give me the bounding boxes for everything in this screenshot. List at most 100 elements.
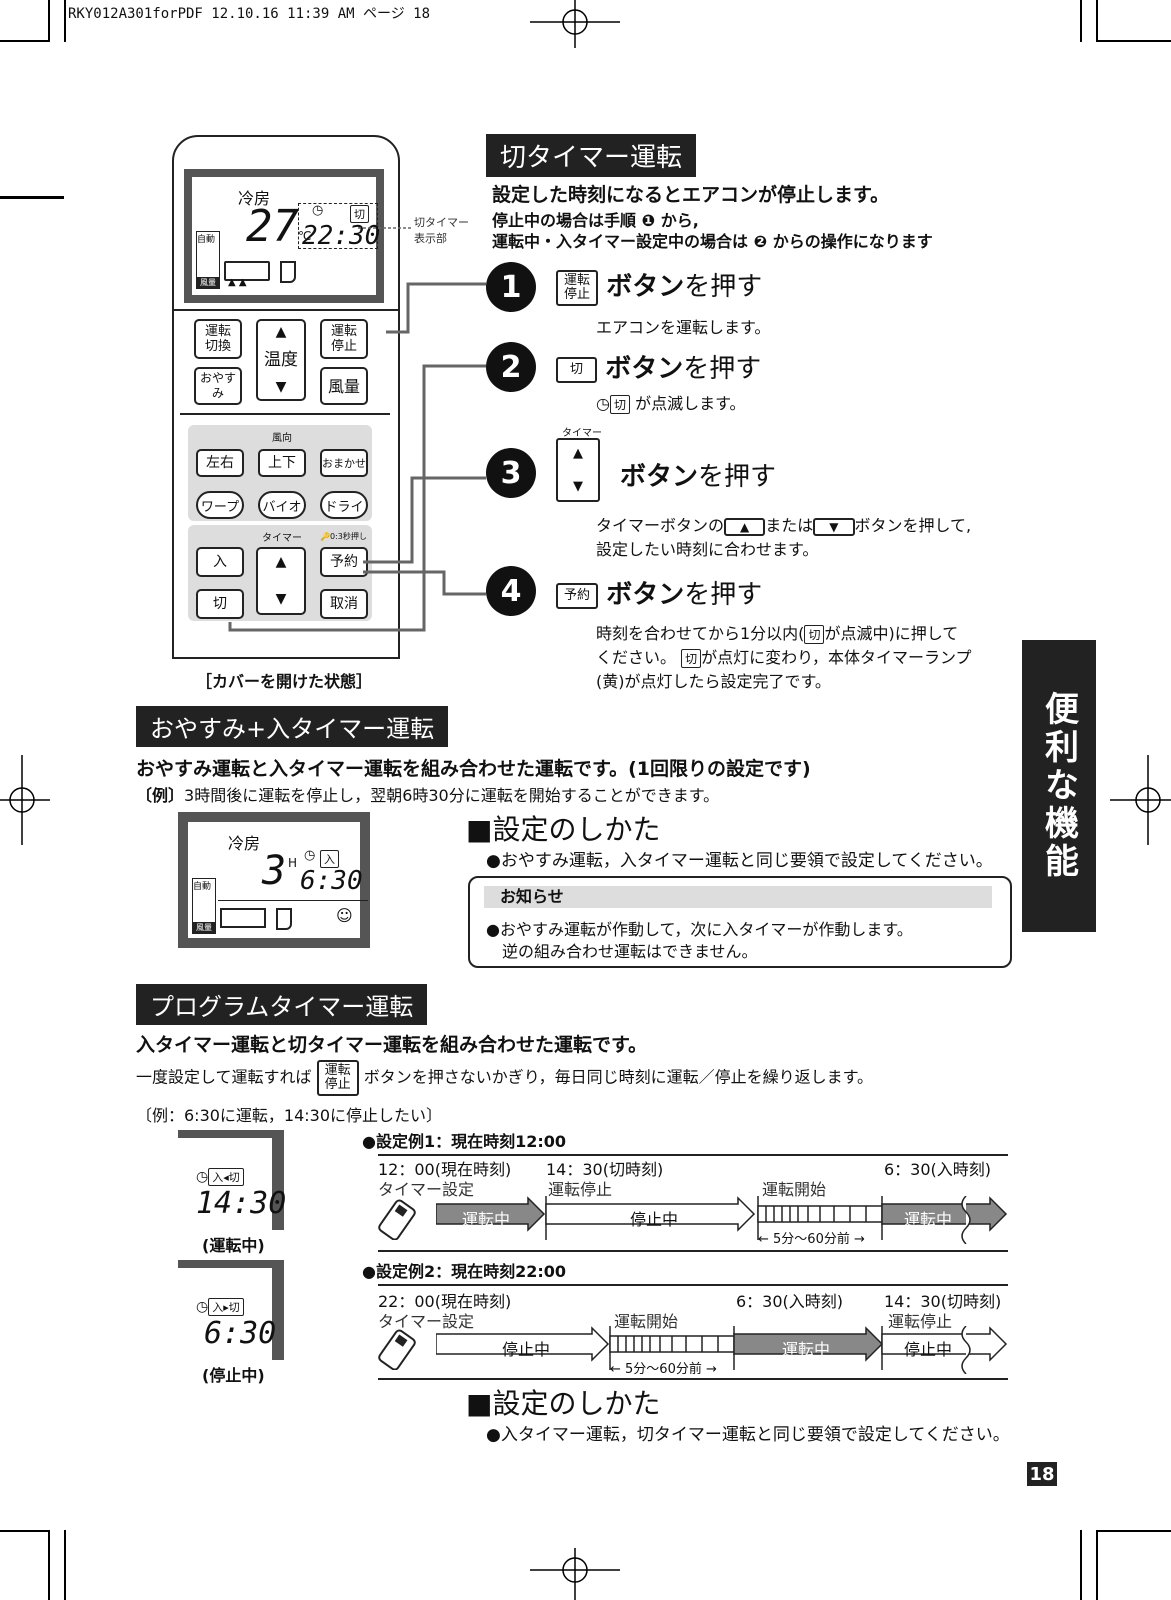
off-key-icon: 切 <box>556 356 598 383</box>
notice-title: お知らせ <box>484 886 992 908</box>
remote-illustration: 冷房 27 ℃ ◷ 切 22:30 自動 風量 ▲ ▲ 運転 切換 ▲温度▼ 運… <box>172 135 400 659</box>
timer-off-button[interactable]: 切 <box>196 589 244 619</box>
clock-icon: ◷ <box>596 394 610 413</box>
clock-icon: ◷ <box>312 203 324 218</box>
timer-display-callout: 切タイマー 表示部 <box>414 216 469 245</box>
lcd2-time: 6:30 <box>300 866 363 896</box>
lcd-mode: 冷房 <box>238 189 271 208</box>
ex2-b3: 停止中 <box>904 1340 953 1359</box>
timer-label: タイマー <box>262 533 302 544</box>
ex2-t2: 6：30(入時刻) <box>736 1292 844 1311</box>
dry-button[interactable]: ドライ <box>320 491 368 519</box>
step4-desc1: 時刻を合わせてから1分以内(切が点滅中)に押して <box>596 624 959 644</box>
ex1-title: ●設定例1：現在時刻12:00 <box>362 1132 567 1151</box>
lcd-unit: ℃ <box>298 229 312 243</box>
remote-caption: ［カバーを開けた状態］ <box>196 672 373 691</box>
notice-line2: 逆の組み合わせ運転はできません。 <box>502 942 758 961</box>
fan-button[interactable]: 風量 <box>320 367 368 405</box>
lcd3a-labels: ◷入◂切 <box>196 1168 244 1186</box>
ex1-s3: 運転開始 <box>762 1180 827 1199</box>
sec3-line: 一度設定して運転すれば 運転 停止 ボタンを押さないかぎり，毎日同じ時刻に運転／… <box>136 1060 873 1096</box>
step4-desc3: (黄)が点灯したら設定完了です。 <box>596 672 831 691</box>
run-stop-key-icon: 運転 停止 <box>316 1060 359 1096</box>
registration-mark-icon <box>530 0 620 48</box>
ex2-s1: タイマー設定 <box>378 1312 475 1331</box>
step3-desc1: タイマーボタンの▲または▼ボタンを押して, <box>596 516 972 536</box>
ex1-b3: 運転中 <box>904 1210 953 1229</box>
sec3-example: 〔例：6:30に運転，14:30に停止したい〕 <box>136 1106 443 1125</box>
lcd-time: 22:30 <box>302 221 381 251</box>
warp-button[interactable]: ワープ <box>196 491 244 519</box>
ex1-t2: 14：30(切時刻) <box>546 1160 664 1179</box>
sec1-sub2: 運転中・入タイマー設定中の場合は ❷ からの操作になります <box>492 232 933 251</box>
lock-label: 🔑0:3秒押し <box>320 532 367 541</box>
lcd3a-caption: (運転中) <box>202 1236 265 1255</box>
ex1-s2: 運転停止 <box>548 1180 613 1199</box>
lcd3b-labels: ◷入▸切 <box>196 1298 244 1316</box>
lcd3b-caption: (停止中) <box>202 1366 265 1385</box>
oyasumi-button[interactable]: おやすみ <box>194 367 242 405</box>
step1-number: 1 <box>486 262 536 312</box>
temp-rocker-button[interactable]: ▲温度▼ <box>256 319 306 401</box>
lcd-temp: 27 <box>246 201 299 252</box>
sec2-howto: ●おやすみ運転，入タイマー運転と同じ要領で設定してください。 <box>486 851 993 871</box>
louver-icon <box>220 908 266 928</box>
lcd3b-time: 6:30 <box>204 1316 277 1351</box>
sec1-lead: 設定した時刻になるとエアコンが停止します。 <box>492 184 890 206</box>
sec2-example: 〔例〕3時間後に運転を停止し，翌朝6時30分に運転を開始することができます。 <box>136 786 720 805</box>
sec2-howto-title: ■設定のしかた <box>466 813 661 846</box>
flap-icon <box>280 261 296 283</box>
sec2-title: おやすみ+入タイマー運転 <box>136 706 449 747</box>
timer-rocker-button[interactable]: ▲▼ <box>256 547 306 615</box>
wind-arrow-icon: ▲ ▲ <box>228 277 247 288</box>
timer-on-button[interactable]: 入 <box>196 547 244 577</box>
up-key-icon: ▲ <box>724 517 766 536</box>
step4-desc2: ください。 切が点灯に変わり，本体タイマーランプ <box>596 648 972 668</box>
sec3-howto: ●入タイマー運転，切タイマー運転と同じ要領で設定してください。 <box>486 1425 1010 1445</box>
lr-button[interactable]: 左右 <box>196 449 244 477</box>
off-small-icon: 切 <box>681 649 702 668</box>
lcd2-h: H <box>288 856 298 870</box>
step3-number: 3 <box>486 448 536 498</box>
ud-button[interactable]: 上下 <box>258 449 306 477</box>
timer-updown-key-icon: ▲▼ <box>556 438 600 502</box>
lcd3a: ◷入◂切 14:30 <box>178 1130 286 1230</box>
step4-instruction: 予約 ボタンを押す <box>556 574 762 611</box>
step2-instruction: 切 ボタンを押す <box>556 348 761 385</box>
step3-key-label: タイマー <box>562 428 602 439</box>
step2-number: 2 <box>486 342 536 392</box>
sec3-title: プログラムタイマー運転 <box>136 984 428 1025</box>
ex2-t3: 14：30(切時刻) <box>884 1292 1002 1311</box>
omakase-button[interactable]: おまかせ <box>320 449 368 477</box>
step4-number: 4 <box>486 566 536 616</box>
notice-box: お知らせ ●おやすみ運転が作動して，次に入タイマーが作動します。 逆の組み合わせ… <box>468 876 1012 968</box>
ex1-b1: 運転中 <box>462 1210 511 1229</box>
ex2-b1: 停止中 <box>502 1340 551 1359</box>
reserve-button[interactable]: 予約 <box>320 547 368 577</box>
louver-icon <box>224 261 270 281</box>
ex1-t1: 12：00(現在時刻) <box>378 1160 512 1179</box>
sleep-face-icon: ☺ <box>336 906 353 925</box>
lcd2-auto: 自動 風量 <box>192 878 216 934</box>
step1-desc: エアコンを運転します。 <box>596 318 771 337</box>
ex2-range: ← 5分〜60分前 → <box>610 1362 717 1377</box>
run-switch-button[interactable]: 運転 切換 <box>194 319 242 359</box>
ex2-timeline-bars <box>436 1326 1008 1374</box>
off-small-icon: 切 <box>804 625 825 644</box>
ex1-t3: 6：30(入時刻) <box>884 1160 992 1179</box>
step3-instruction: ボタンを押す <box>620 462 777 492</box>
ex1-b2: 停止中 <box>630 1210 679 1229</box>
run-stop-button[interactable]: 運転 停止 <box>320 319 368 359</box>
bio-button[interactable]: バイオ <box>258 491 306 519</box>
sec2-lead: おやすみ運転と入タイマー運転を組み合わせた運転です。(1回限りの設定です) <box>136 758 811 780</box>
down-key-icon: ▼ <box>813 517 855 536</box>
connector-lines <box>228 227 486 632</box>
sec1-sub1: 停止中の場合は手順 ❶ から, <box>492 211 699 230</box>
ex1-s1: タイマー設定 <box>378 1180 475 1199</box>
ex2-s3: 運転停止 <box>888 1312 953 1331</box>
cancel-button[interactable]: 取消 <box>320 589 368 619</box>
run-stop-key-icon: 運転 停止 <box>556 269 599 306</box>
lcd2-mode: 冷房 <box>228 834 261 853</box>
ex2-title: ●設定例2：現在時刻22:00 <box>362 1262 567 1281</box>
page-number: 18 <box>1027 1462 1057 1486</box>
